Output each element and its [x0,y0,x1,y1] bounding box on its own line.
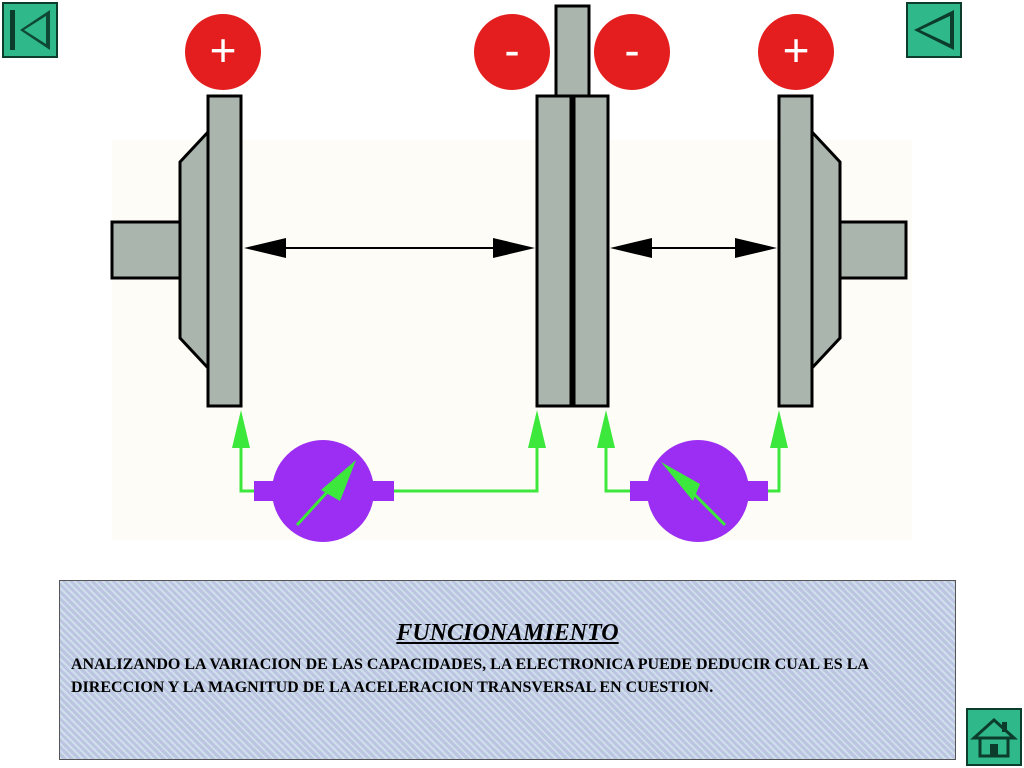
home-icon [970,717,1018,758]
left-plus-symbol: + [210,24,237,76]
description-panel: FUNCIONAMIENTO ANALIZANDO LA VARIACION D… [59,580,956,760]
capacitor-diagram: + - - + [110,4,908,542]
right-circuit-wire [604,440,781,493]
left-circuit-wire [239,440,539,493]
right-meter [630,440,768,542]
right-plate-arrowhead [770,410,788,448]
panel-title: FUNCIONAMIENTO [396,620,619,646]
center-right-plate [572,94,610,408]
left-gap-arrow [244,238,535,258]
right-axle [836,220,908,280]
center-stem [554,4,591,98]
skip-to-first-icon [10,10,50,50]
center-left-plate [535,94,573,408]
center-right-minus-symbol: - [624,24,639,76]
center-left-minus-charge: - [474,14,550,90]
left-meter-needle-icon [321,460,356,501]
left-meter [254,440,394,542]
right-meter-needle-icon [661,462,700,501]
first-slide-button[interactable] [2,2,58,58]
right-housing [810,128,842,372]
right-plus-symbol: + [783,24,810,76]
right-plus-charge: + [758,14,834,90]
left-axle [110,220,184,280]
center-left-minus-symbol: - [504,24,519,76]
previous-triangle-icon [914,10,954,50]
left-plate-arrowhead [232,410,250,448]
left-plate [206,94,243,408]
center-left-plate-arrowhead [528,410,546,448]
center-right-plate-arrowhead [597,410,615,448]
center-right-minus-charge: - [594,14,670,90]
right-plate [777,94,814,408]
panel-body: ANALIZANDO LA VARIACION DE LAS CAPACIDAD… [71,656,869,696]
previous-slide-button[interactable] [906,2,962,58]
right-gap-arrow [610,238,777,258]
left-plus-charge: + [185,14,261,90]
left-housing [178,128,210,372]
home-button[interactable] [966,708,1022,766]
